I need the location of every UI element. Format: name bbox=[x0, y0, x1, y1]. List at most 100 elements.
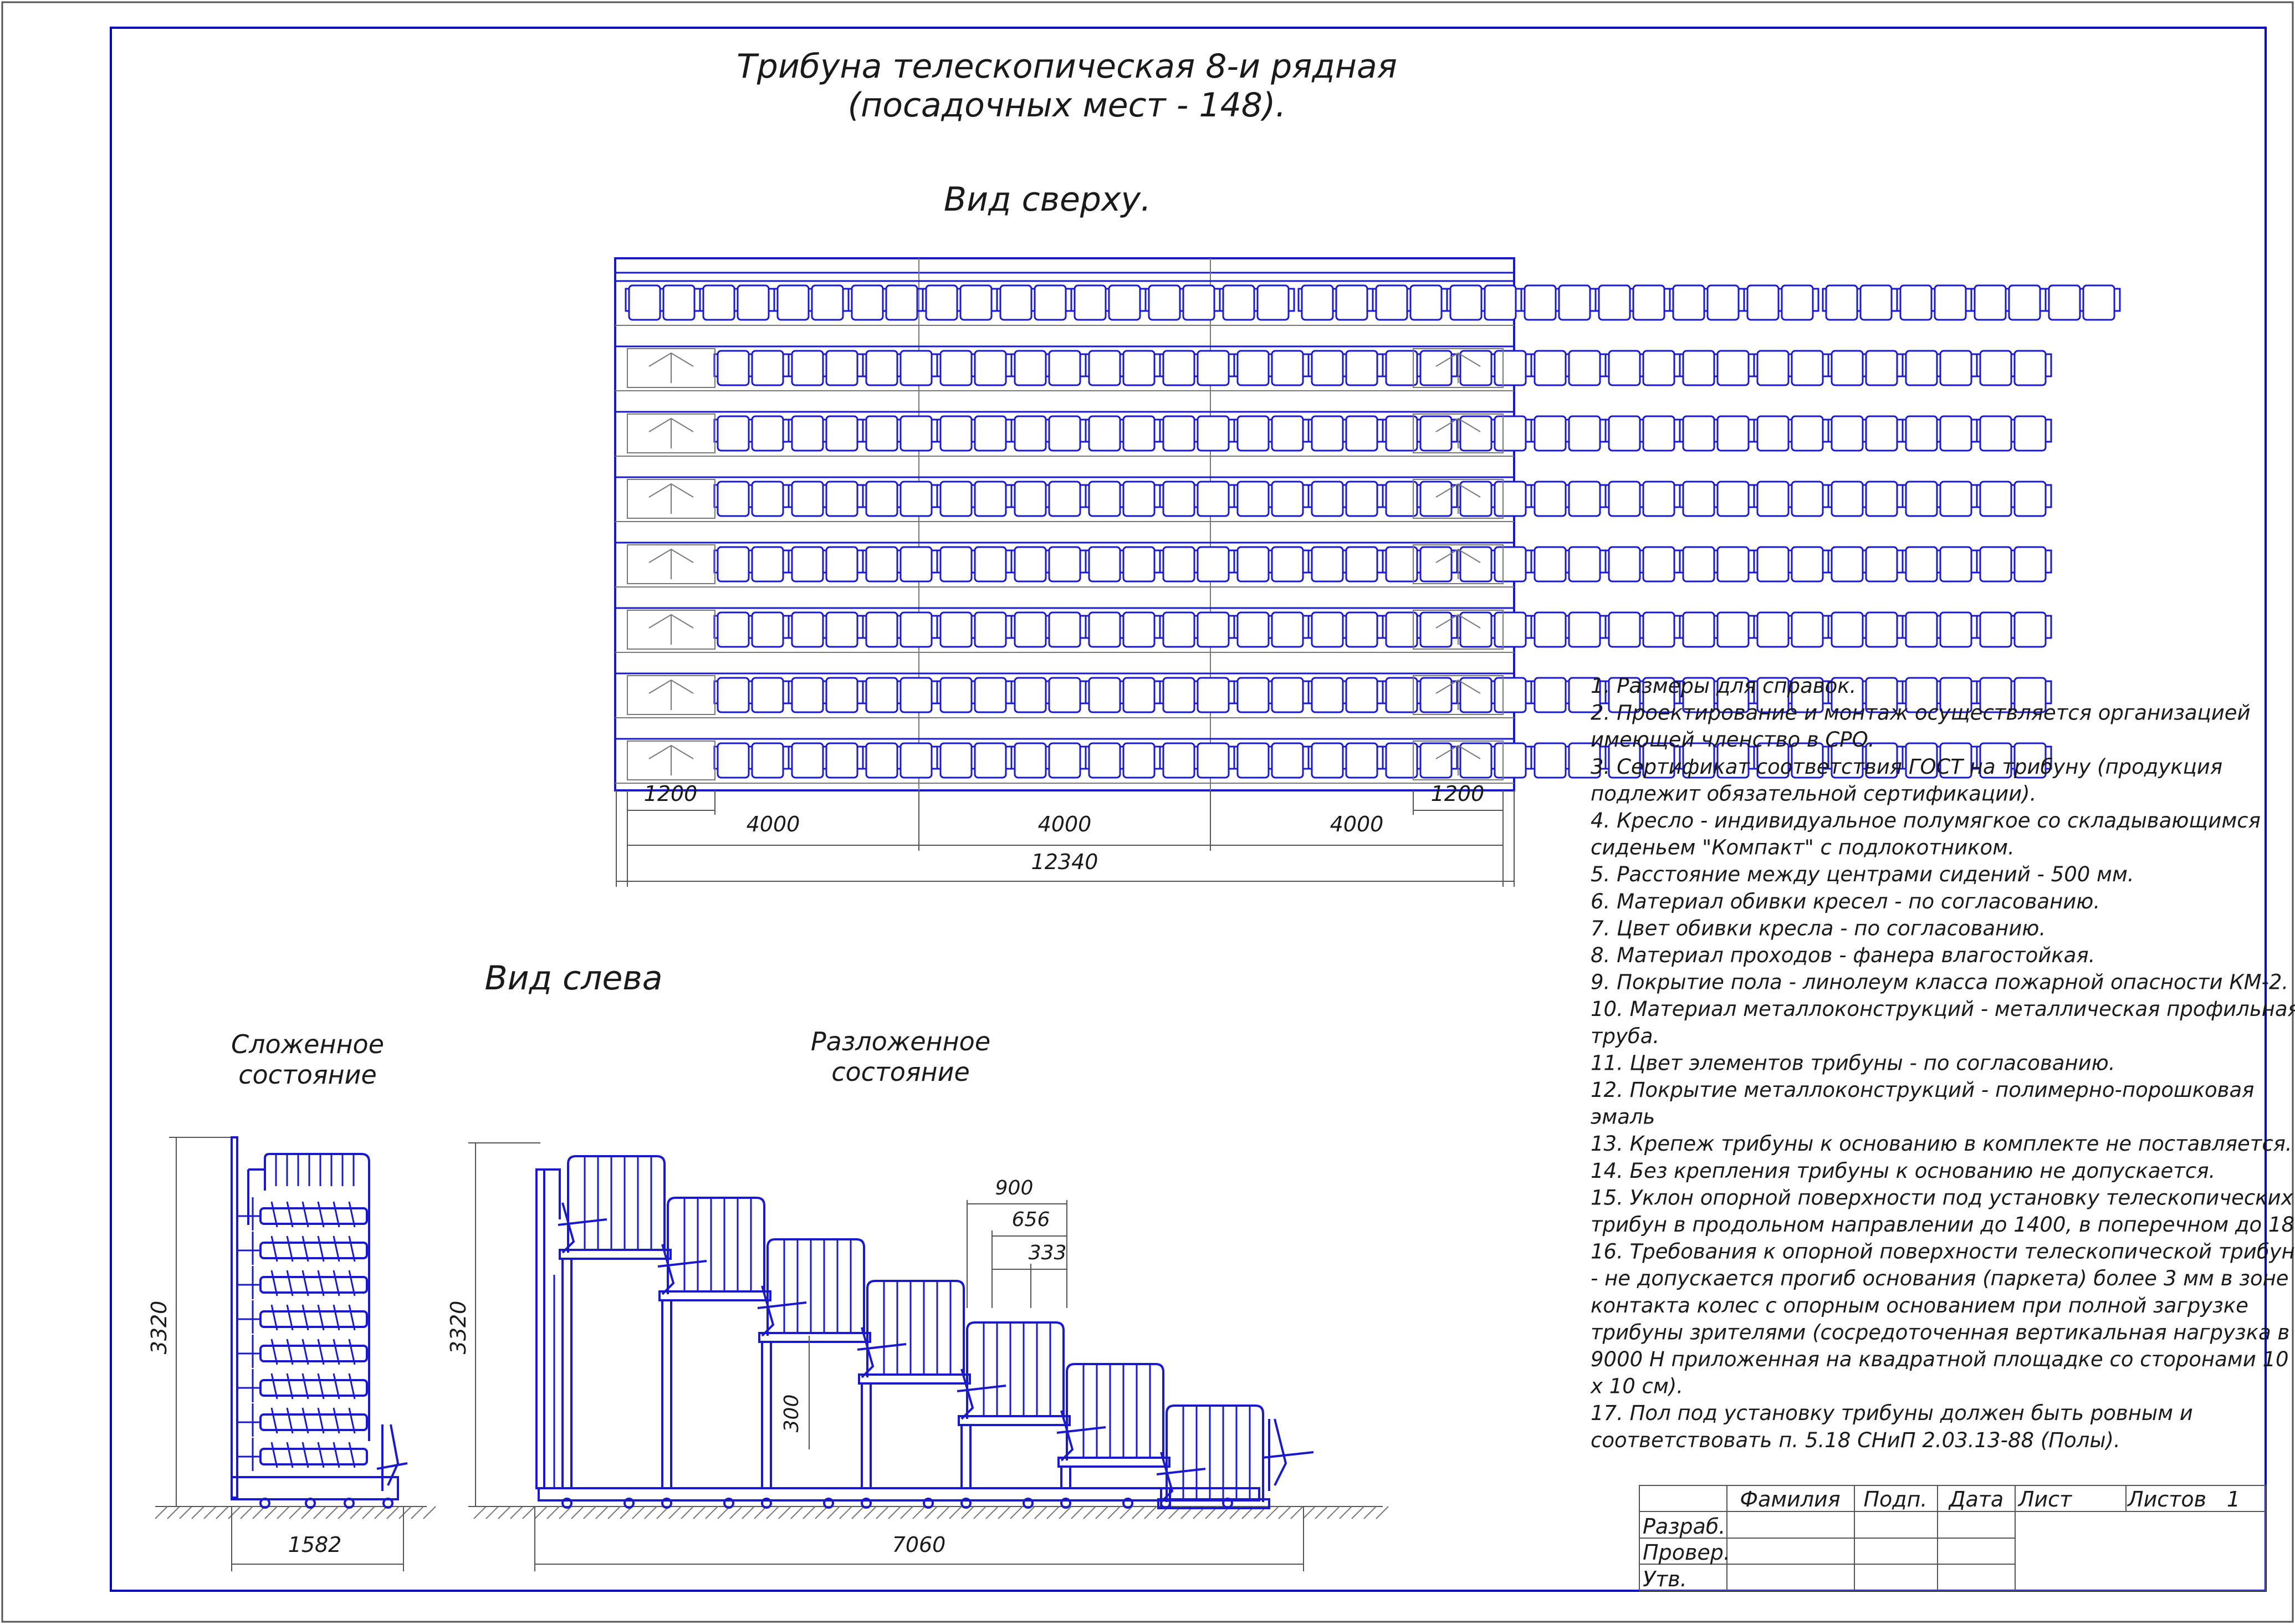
seat bbox=[1197, 546, 1230, 583]
seat bbox=[1236, 742, 1270, 779]
aisle-arrow bbox=[1413, 348, 1504, 388]
seat bbox=[791, 742, 824, 779]
seat bbox=[1979, 350, 2012, 386]
seat bbox=[2008, 284, 2041, 321]
seat-pair bbox=[1827, 742, 1904, 779]
seat bbox=[628, 284, 661, 321]
seat bbox=[939, 742, 973, 779]
seat-pair bbox=[1827, 611, 1904, 648]
aisle-arrow bbox=[627, 610, 715, 650]
floor-hatch-stroke bbox=[386, 1506, 400, 1519]
step-backrest bbox=[1066, 1363, 1164, 1460]
seat bbox=[662, 284, 696, 321]
floor-hatch-stroke bbox=[1315, 1506, 1328, 1519]
seat bbox=[851, 284, 884, 321]
drawing-frame bbox=[110, 27, 2267, 1592]
seat bbox=[1781, 284, 1814, 321]
seat bbox=[1939, 611, 1972, 648]
seat bbox=[811, 284, 844, 321]
seat-pair bbox=[1070, 284, 1147, 321]
floor-hatch-stroke bbox=[705, 1506, 718, 1519]
floor-hatch-unfolded bbox=[473, 1506, 1389, 1519]
tribune-step bbox=[657, 1197, 771, 1509]
seat bbox=[751, 415, 784, 452]
note-line: 7. Цвет обивки кресла - по согласованию. bbox=[1591, 916, 2046, 940]
seat-pair bbox=[1902, 415, 1978, 452]
seat-pair bbox=[2044, 284, 2121, 321]
top-view-dimensions: 1200 1200 4000 4000 4000 12340 bbox=[616, 782, 1515, 887]
step-backrest bbox=[667, 1197, 765, 1294]
floor-hatch-stroke bbox=[1022, 1506, 1035, 1519]
seat bbox=[1311, 350, 1344, 386]
step-wheel bbox=[1222, 1498, 1233, 1509]
seat bbox=[1534, 481, 1567, 517]
seat-pair bbox=[1679, 415, 1755, 452]
seat bbox=[925, 284, 958, 321]
seat bbox=[1682, 546, 1715, 583]
folded-seat-slat bbox=[333, 1442, 340, 1468]
seat bbox=[1122, 481, 1156, 517]
aisle-arrow-head bbox=[648, 679, 694, 694]
seat-pair bbox=[1902, 611, 1978, 648]
seat bbox=[1375, 284, 1408, 321]
seat bbox=[1568, 415, 1601, 452]
floor-hatch-stroke bbox=[374, 1506, 387, 1519]
aisle-arrow-head bbox=[1435, 548, 1481, 563]
folded-caption-line2: состояние bbox=[238, 1060, 377, 1090]
folded-front-seat bbox=[376, 1424, 408, 1491]
rear-backrest bbox=[535, 1168, 561, 1219]
seat bbox=[1524, 284, 1557, 321]
note-line: 2. Проектирование и монтаж осуществляетс… bbox=[1591, 701, 2251, 725]
seat-pair bbox=[1446, 284, 1522, 321]
seat bbox=[899, 611, 933, 648]
seat bbox=[825, 415, 858, 452]
seat bbox=[1939, 415, 1972, 452]
seat bbox=[2013, 481, 2047, 517]
seat bbox=[974, 742, 1007, 779]
aisle-arrow-head bbox=[648, 417, 694, 432]
dim-label-300: 300 bbox=[780, 1395, 803, 1433]
note-line: контакта колес с опорным основанием при … bbox=[1591, 1294, 2248, 1317]
seat bbox=[1756, 415, 1790, 452]
seat-pair bbox=[1753, 546, 1829, 583]
seat bbox=[1108, 284, 1141, 321]
seat bbox=[1197, 481, 1230, 517]
floor-hatch-stroke bbox=[742, 1506, 755, 1519]
seat bbox=[1791, 677, 1824, 713]
seat bbox=[1236, 481, 1270, 517]
seat-pair bbox=[1827, 546, 1904, 583]
floor-hatch-stroke bbox=[179, 1506, 192, 1519]
seat-pair bbox=[1530, 677, 1607, 713]
aisle-arrow-head bbox=[1435, 352, 1481, 367]
aisle-arrow-head bbox=[648, 548, 694, 563]
folded-seat-slat bbox=[348, 1339, 356, 1365]
seat-row bbox=[615, 672, 2052, 718]
aisle-step bbox=[627, 348, 715, 388]
floor-hatch-stroke bbox=[937, 1506, 950, 1519]
step-wheel bbox=[723, 1498, 734, 1509]
seat-pair bbox=[1307, 611, 1384, 648]
aisle-step bbox=[1413, 413, 1504, 453]
seat-pair bbox=[788, 677, 864, 713]
seat bbox=[1014, 546, 1047, 583]
seat bbox=[1939, 350, 1972, 386]
seat bbox=[1236, 546, 1270, 583]
seat bbox=[1074, 284, 1107, 321]
note-line: подлежит обязательной сертификации). bbox=[1591, 782, 2036, 805]
seat bbox=[1939, 677, 1972, 713]
seat-pair bbox=[1382, 415, 1458, 452]
seat bbox=[1831, 742, 1864, 779]
folded-row bbox=[238, 1300, 368, 1334]
seat bbox=[1459, 611, 1492, 648]
left-view-caption: Вид слева bbox=[484, 959, 662, 998]
seat bbox=[1608, 742, 1641, 779]
seat bbox=[2082, 284, 2115, 321]
seat bbox=[1385, 611, 1418, 648]
seat bbox=[1716, 350, 1750, 386]
seat bbox=[2013, 350, 2047, 386]
seat-pair bbox=[625, 284, 701, 321]
folded-side-view: 3320 1582 bbox=[147, 1136, 436, 1571]
seat-pair bbox=[788, 742, 864, 779]
